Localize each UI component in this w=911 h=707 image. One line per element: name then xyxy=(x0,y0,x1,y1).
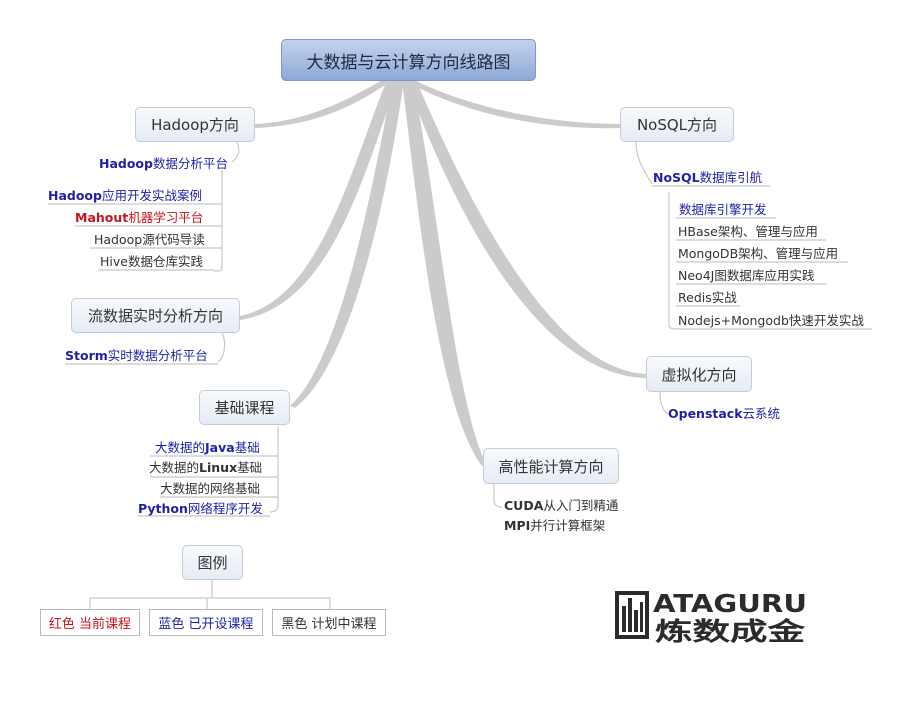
nosql-item-6: Redis实战 xyxy=(678,290,737,305)
legend-blue-offered: 蓝色 已开设课程 xyxy=(149,609,263,636)
hpc-item-2: MPI并行计算框架 xyxy=(504,518,606,533)
connector-basics xyxy=(290,80,404,408)
nosql-item-7: Nodejs+Mongodb快速开发实战 xyxy=(678,313,864,328)
nosql-item-4: MongoDB架构、管理与应用 xyxy=(678,246,839,261)
logo-text-ataguru: ATAGURU xyxy=(653,589,807,618)
legend-title-node: 图例 xyxy=(182,545,243,580)
nosql-item-5: Neo4J图数据库应用实践 xyxy=(678,268,815,283)
hadoop-item-5: Hive数据仓库实践 xyxy=(100,254,203,269)
nosql-item-2: 数据库引擎开发 xyxy=(679,202,767,217)
hpc-direction-node: 高性能计算方向 xyxy=(483,448,619,484)
hpc-item-1: CUDA从入门到精通 xyxy=(504,498,619,513)
streaming-direction-node: 流数据实时分析方向 xyxy=(71,298,240,333)
legend-red-current: 红色 当前课程 xyxy=(40,609,140,636)
virtualization-direction-node: 虚拟化方向 xyxy=(646,356,752,392)
logo-mark-icon xyxy=(615,591,649,639)
hadoop-item-3: Mahout机器学习平台 xyxy=(75,210,204,225)
hadoop-direction-node: Hadoop方向 xyxy=(135,107,255,142)
basics-item-1: 大数据的Java基础 xyxy=(155,440,260,455)
connector-hadoop xyxy=(255,80,392,128)
basics-item-2: 大数据的Linux基础 xyxy=(149,460,263,475)
legend-black-planned: 黑色 计划中课程 xyxy=(272,609,386,636)
connector-nosql xyxy=(404,80,620,129)
basics-item-3: 大数据的网络基础 xyxy=(160,481,261,496)
basics-item-4: Python网络程序开发 xyxy=(138,501,263,516)
nosql-direction-node: NoSQL方向 xyxy=(620,107,734,142)
virtualization-item-1: Openstack云系统 xyxy=(668,406,781,421)
hadoop-item-1: Hadoop数据分析平台 xyxy=(99,156,228,171)
connector-hpc xyxy=(402,80,486,466)
nosql-item-3: HBase架构、管理与应用 xyxy=(678,224,818,239)
nosql-item-1: NoSQL数据库引航 xyxy=(653,170,763,185)
logo-text-chinese: 炼数成金 xyxy=(655,617,806,644)
root-node-title: 大数据与云计算方向线路图 xyxy=(281,39,536,81)
connector-streaming xyxy=(240,80,398,320)
hadoop-item-4: Hadoop源代码导读 xyxy=(94,232,205,247)
ataguru-logo: ATAGURU 炼数成金 xyxy=(615,589,807,644)
hadoop-item-2: Hadoop应用开发实战案例 xyxy=(48,188,202,203)
basics-course-node: 基础课程 xyxy=(199,390,290,425)
streaming-item-1: Storm实时数据分析平台 xyxy=(65,348,208,363)
